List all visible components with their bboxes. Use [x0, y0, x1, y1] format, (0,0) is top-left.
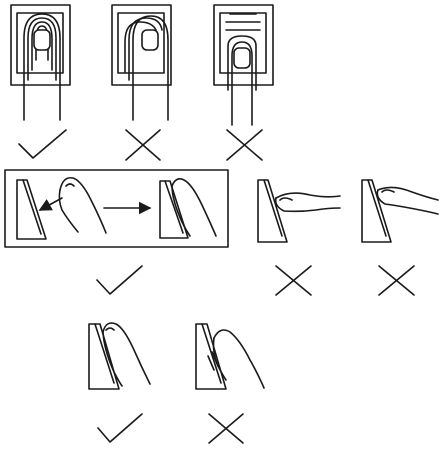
slide-sequence-frame: [4, 169, 229, 248]
sensor-side-view-raised: [361, 179, 439, 243]
check-mark-icon: [97, 413, 143, 443]
sensor-front-view-high: [213, 4, 274, 126]
cross-mark-icon: [208, 413, 244, 444]
check-mark-icon: [96, 265, 143, 295]
sensor-side-view-flat: [88, 322, 151, 390]
sensor-front-view-correct: [10, 4, 71, 121]
cross-mark-icon: [125, 129, 161, 161]
cross-mark-icon: [275, 265, 312, 296]
cross-mark-icon: [226, 129, 263, 161]
check-mark-icon: [18, 129, 67, 159]
sensor-side-view-tip-pressed: [195, 323, 265, 390]
sensor-front-view-offset: [111, 4, 172, 121]
cross-mark-icon: [378, 265, 415, 296]
sensor-side-view-tilted: [257, 179, 341, 243]
